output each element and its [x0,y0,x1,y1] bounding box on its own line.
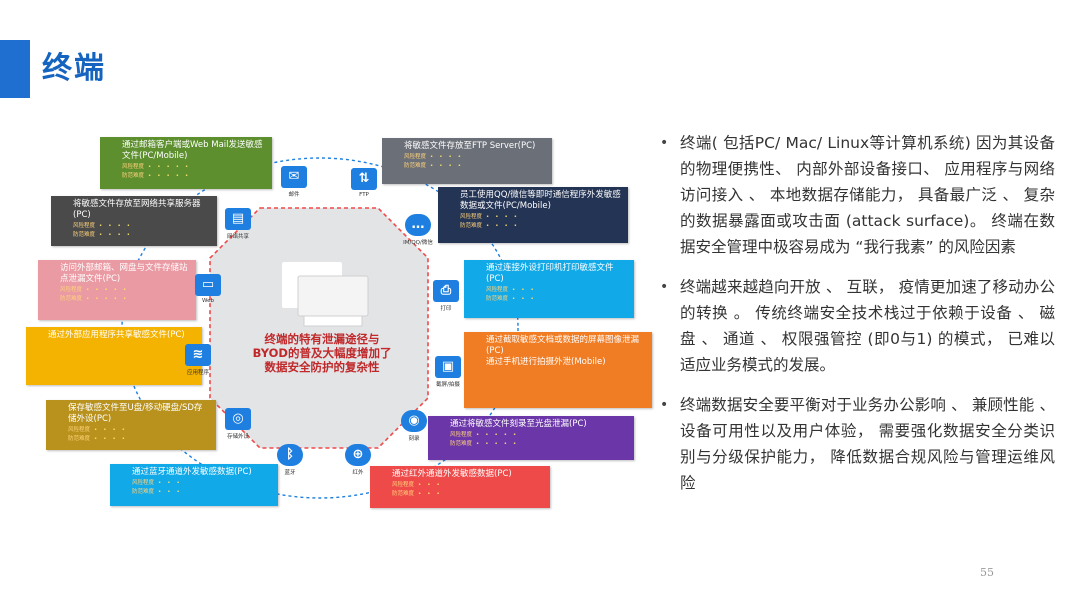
box-im: 员工使用QQ/微信等即时通信程序外发敏感数据或文件(PC/Mobile) 风险程… [438,187,628,243]
ftp-icon: ⇅ FTP [342,168,386,198]
im-chat-icon: … IM/QQ/微信 [396,214,440,246]
box-ftp: 将敏感文件存放至FTP Server(PC) 风险程度•••• 防范难度•••• [382,138,552,184]
app-icon: ≋ 应用程序 [176,344,220,376]
bullet-text: 终端( 包括PC/ Mac/ Linux等计算机系统) 因为其设备的物理便携性、… [680,134,1055,256]
box-storage: 保存敏感文件至U盘/移动硬盘/SD存储外设(PC) 风险程度•••• 防范难度•… [46,400,216,450]
infrared-icon: ⊕ 红外 [336,444,380,476]
printer-icon: ⎙ 打印 [424,280,468,312]
mail-icon: ✉ 邮件 [272,166,316,198]
bullet-dot: • [660,135,669,151]
computer-icon [282,262,369,327]
box-network-share: 将敏感文件存放至网络共享服务器(PC) 风险程度•••• 防范难度•••• [51,196,217,246]
burn-disc-icon: ◉ 刻录 [392,410,436,442]
bluetooth-icon: ᛒ 蓝牙 [268,444,312,476]
screenshot-icon: ▣ 截屏/拍摄 [426,356,470,388]
connection-ring [121,157,519,499]
bullet-item: • 终端越来越趋向开放 、 互联， 疫情更加速了移动办公的转换 。 传统终端安全… [660,274,1055,378]
box-burn: 通过将敏感文件刻录至光盘泄漏(PC) 风险程度••••• 防范难度••••• [428,416,634,460]
storage-icon: ◎ 存储外设 [216,408,260,440]
page-number: 55 [980,566,994,579]
box-bluetooth: 通过蓝牙通道外发敏感数据(PC) 风险程度••• 防范难度••• [110,464,278,506]
bullet-dot: • [660,279,669,295]
center-text: 终端的特有泄漏途径与BYOD的普及大幅度增加了数据安全防护的复杂性 [252,332,392,374]
network-share-icon: ▤ 网络共享 [216,208,260,240]
accent-bar [0,40,30,98]
box-printer: 通过连接外设打印机打印敏感文件(PC) 风险程度••• 防范难度••• [464,260,634,318]
box-infrared: 通过红外通道外发敏感数据(PC) 风险程度••• 防范难度••• [370,466,550,508]
bullet-item: • 终端( 包括PC/ Mac/ Linux等计算机系统) 因为其设备的物理便携… [660,130,1055,260]
box-screenshot: 通过截取敏感文档或数据的屏幕图像泄漏(PC) 通过手机进行拍摄外泄(Mobile… [464,332,652,408]
web-icon: ▭ Web [186,274,230,304]
box-web: 访问外部邮箱、网盘与文件存储站点泄漏文件(PC) 风险程度••••• 防范难度•… [38,260,196,320]
bullet-text: 终端越来越趋向开放 、 互联， 疫情更加速了移动办公的转换 。 传统终端安全技术… [680,278,1055,374]
box-email: 通过邮箱客户端或Web Mail发送敏感文件(PC/Mobile) 风险程度••… [100,137,272,189]
page-title: 终端 [42,51,106,86]
bullet-list: • 终端( 包括PC/ Mac/ Linux等计算机系统) 因为其设备的物理便携… [660,130,1055,510]
bullet-text: 终端数据安全要平衡对于业务办公影响 、 兼顾性能 、 设备可用性以及用户体验， … [680,396,1055,492]
center-octagon [209,207,429,449]
bullet-item: • 终端数据安全要平衡对于业务办公影响 、 兼顾性能 、 设备可用性以及用户体验… [660,392,1055,496]
bullet-dot: • [660,397,669,413]
leak-path-diagram: 终端的特有泄漏途径与BYOD的普及大幅度增加了数据安全防护的复杂性 通过邮箱客户… [20,130,660,525]
box-app: 通过外部应用程序共享敏感文件(PC) [26,327,202,385]
